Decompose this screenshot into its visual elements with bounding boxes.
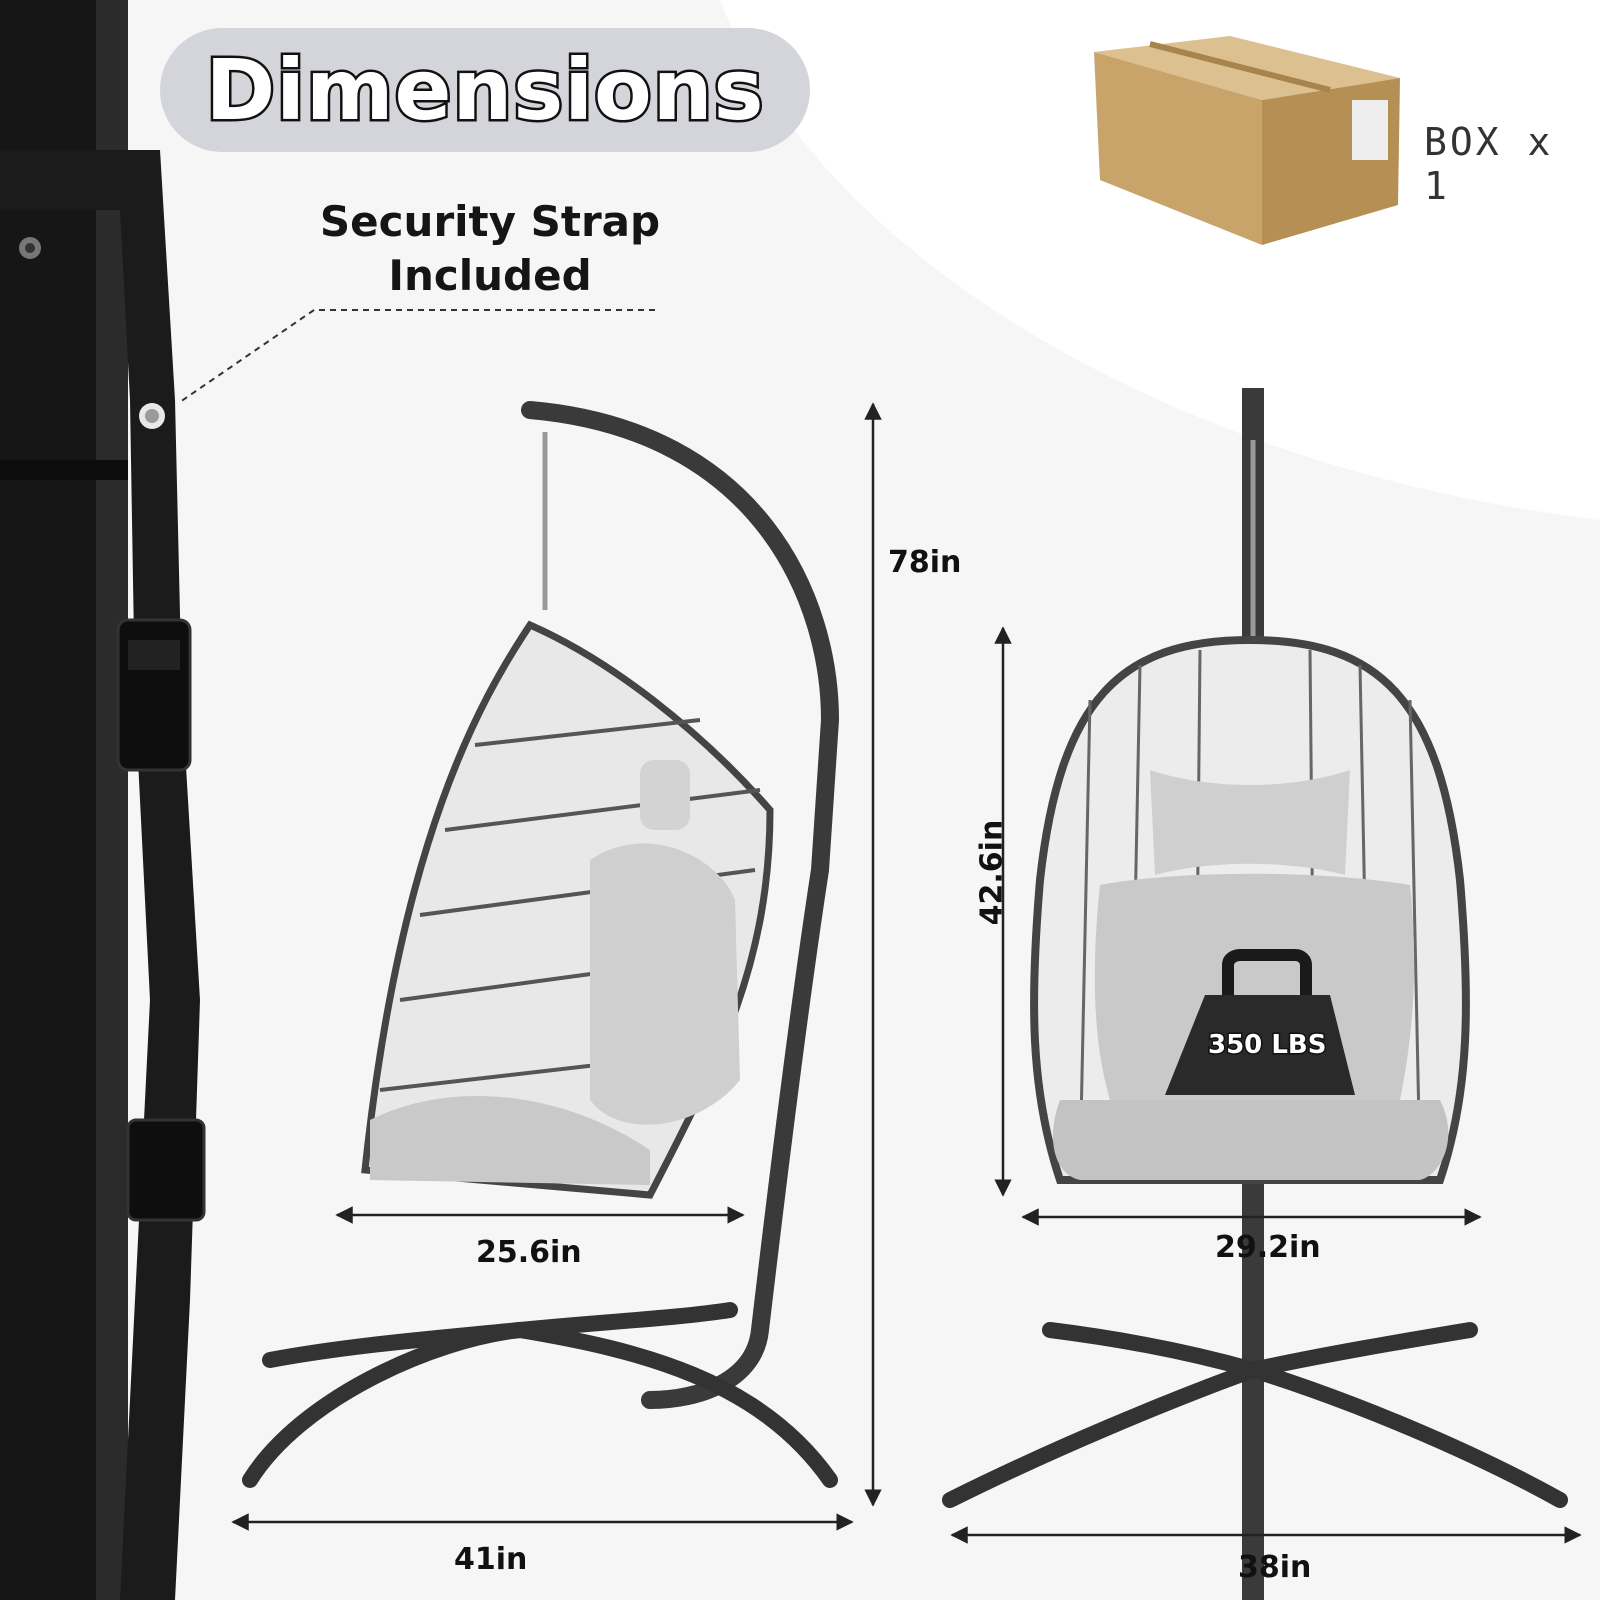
callout-leader-line [179, 309, 655, 403]
dimension-lines [231, 402, 1582, 1544]
pole-strap-closeup [0, 0, 206, 1600]
weight-icon [1165, 949, 1355, 1095]
front-base-width-label: 38in [1238, 1550, 1312, 1585]
front-basket-width-label: 29.2in [1215, 1230, 1321, 1265]
side-height-label: 78in [888, 545, 962, 580]
front-basket-height-label: 42.6in [974, 819, 1010, 926]
callout-line-2: Included [388, 251, 592, 300]
side-seat-width-label: 25.6in [476, 1235, 582, 1270]
side-base-width-label: 41in [454, 1542, 528, 1577]
page-title: Dimensions [203, 39, 766, 142]
cardboard-box-icon [1094, 36, 1400, 245]
weight-capacity-label: 350 LBS [1206, 1029, 1327, 1062]
title-pill: Dimensions [160, 28, 810, 152]
box-count-label: BOX x 1 [1424, 120, 1554, 208]
side-view-chair [242, 401, 840, 1488]
security-strap-callout: Security Strap Included [300, 195, 680, 303]
front-view-chair [942, 388, 1568, 1600]
callout-line-1: Security Strap [319, 197, 661, 246]
